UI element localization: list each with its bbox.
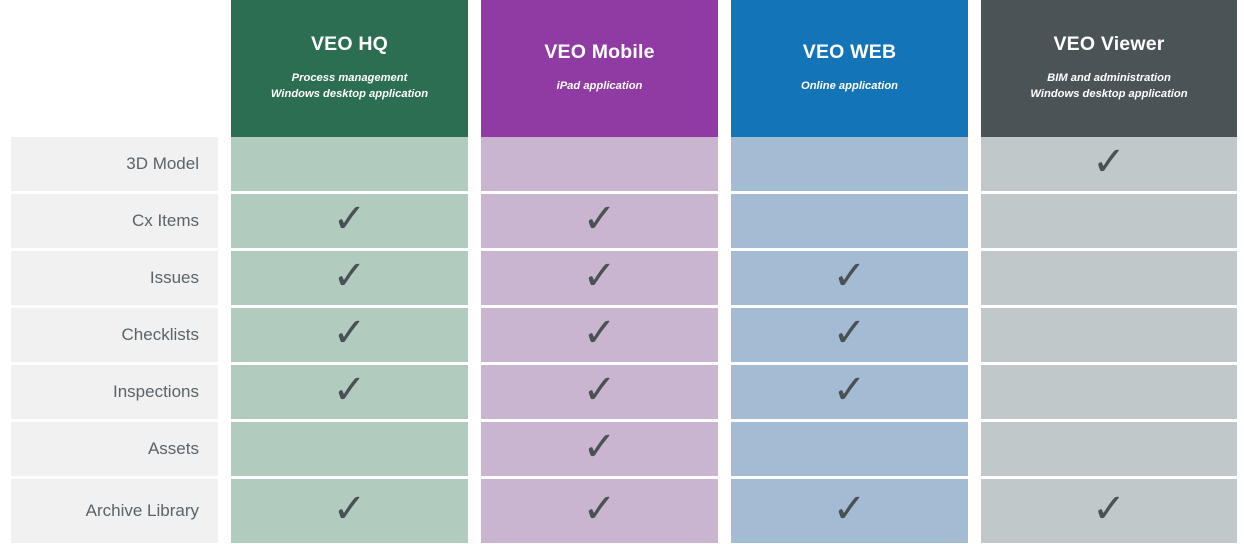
cell-veo_mobile: ✓: [481, 422, 718, 476]
cell-veo_hq: ✓: [231, 479, 468, 543]
check-icon: ✓: [332, 486, 367, 532]
cell-veo_web: ✓: [731, 422, 968, 476]
cell-veo_viewer: ✓: [981, 194, 1237, 248]
check-icon: ✓: [582, 310, 617, 356]
check-icon: ✓: [1092, 486, 1126, 532]
cell-veo_viewer: ✓: [981, 308, 1237, 362]
column-header-veo_web: VEO WEB Online application: [731, 0, 968, 137]
check-icon: ✓: [332, 310, 367, 356]
check-icon: ✓: [582, 486, 617, 532]
cell-veo_hq: ✓: [231, 137, 468, 191]
cell-veo_mobile: ✓: [481, 251, 718, 305]
cell-veo_mobile: ✓: [481, 137, 718, 191]
column-title: VEO WEB: [802, 40, 897, 63]
column-title: VEO HQ: [310, 32, 389, 55]
column-title: VEO Mobile: [544, 40, 655, 63]
cell-veo_web: ✓: [731, 137, 968, 191]
cell-veo_mobile: ✓: [481, 194, 718, 248]
row-label: Issues: [11, 251, 218, 305]
column-header-veo_hq: VEO HQ Process management Windows desktop…: [231, 0, 468, 137]
check-icon: ✓: [582, 367, 617, 413]
row-label: Inspections: [11, 365, 218, 419]
column-title: VEO Viewer: [1053, 32, 1165, 55]
cell-veo_web: ✓: [731, 308, 968, 362]
column-subtitle: iPad application: [556, 80, 643, 93]
cell-veo_mobile: ✓: [481, 365, 718, 419]
check-icon: ✓: [832, 310, 867, 356]
row-label: 3D Model: [11, 137, 218, 191]
row-label: Archive Library: [11, 479, 218, 543]
row-label: Cx Items: [11, 194, 218, 248]
cell-veo_hq: ✓: [231, 422, 468, 476]
cell-veo_web: ✓: [731, 194, 968, 248]
column-subtitle: BIM and administration Windows desktop a…: [1030, 72, 1188, 101]
cell-veo_viewer: ✓: [981, 251, 1237, 305]
cell-veo_web: ✓: [731, 251, 968, 305]
check-icon: ✓: [582, 424, 617, 470]
check-icon: ✓: [582, 196, 617, 242]
cell-veo_hq: ✓: [231, 194, 468, 248]
cell-veo_viewer: ✓: [981, 422, 1237, 476]
cell-veo_hq: ✓: [231, 308, 468, 362]
check-icon: ✓: [582, 253, 617, 299]
cell-veo_viewer: ✓: [981, 479, 1237, 543]
row-label: Checklists: [11, 308, 218, 362]
check-icon: ✓: [332, 253, 367, 299]
check-icon: ✓: [832, 253, 867, 299]
cell-veo_mobile: ✓: [481, 308, 718, 362]
cell-veo_web: ✓: [731, 479, 968, 543]
check-icon: ✓: [832, 486, 867, 532]
cell-veo_viewer: ✓: [981, 137, 1237, 191]
column-header-veo_mobile: VEO Mobile iPad application: [481, 0, 718, 137]
cell-veo_web: ✓: [731, 365, 968, 419]
row-label: Assets: [11, 422, 218, 476]
cell-veo_hq: ✓: [231, 251, 468, 305]
cell-veo_mobile: ✓: [481, 479, 718, 543]
check-icon: ✓: [832, 367, 867, 413]
check-icon: ✓: [1092, 139, 1126, 185]
column-subtitle: Process management Windows desktop appli…: [270, 72, 429, 101]
column-subtitle: Online application: [801, 80, 898, 93]
check-icon: ✓: [332, 367, 367, 413]
cell-veo_viewer: ✓: [981, 365, 1237, 419]
cell-veo_hq: ✓: [231, 365, 468, 419]
check-icon: ✓: [332, 196, 367, 242]
